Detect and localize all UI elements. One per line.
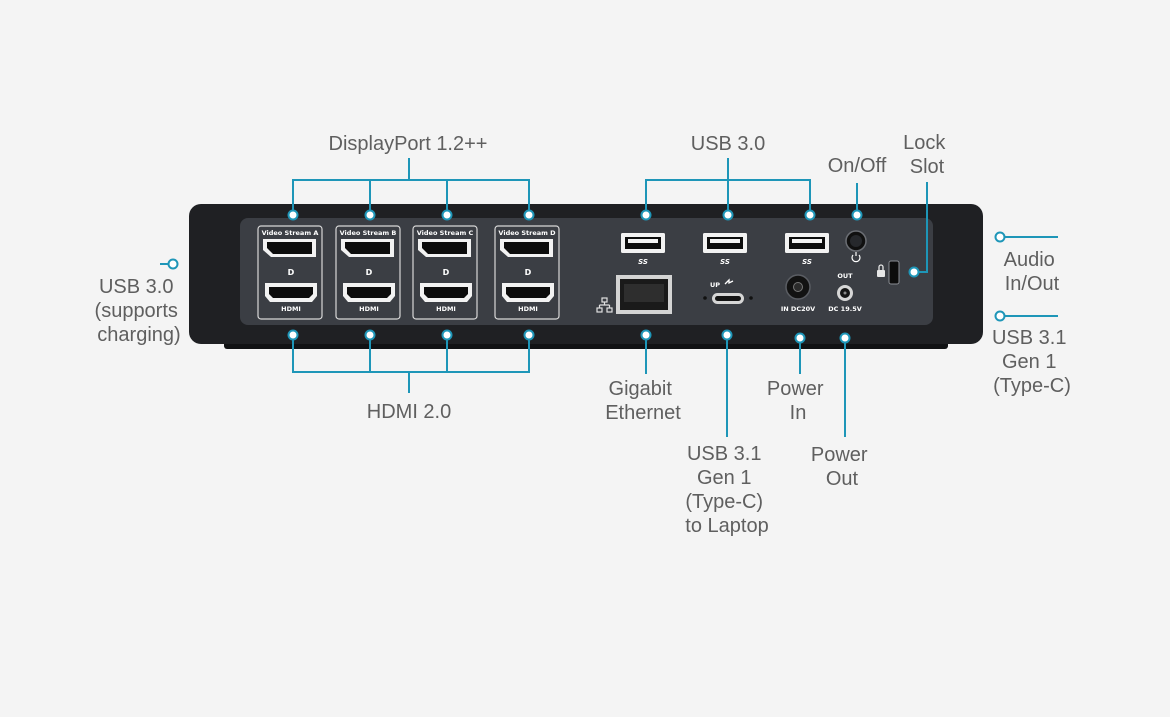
dp-logo: D xyxy=(366,268,373,277)
ethernet-callout: Gigabit Ethernet xyxy=(605,378,681,424)
video-stream-group-b: Video Stream B D HDMI xyxy=(335,225,401,320)
dp-logo: D xyxy=(443,268,450,277)
upstream-label: UP xyxy=(710,281,720,289)
video-stream-group-c: Video Stream C D HDMI xyxy=(412,225,478,320)
video-stream-label: Video Stream C xyxy=(417,229,474,237)
docking-station: Video Stream A D HDMI Video Stream B D H… xyxy=(189,204,983,349)
dc-output-label: DC 19.5V xyxy=(828,305,862,313)
usb-c-right-callout: USB 3.1 Gen 1 (Type-C) xyxy=(992,327,1072,397)
usb-top-callout: USB 3.0 xyxy=(691,133,765,155)
usb-top-leader xyxy=(645,158,811,215)
usb-c-upstream-port: UP xyxy=(703,278,753,304)
video-stream-group-d: Video Stream D D HDMI xyxy=(494,225,560,320)
lock-icon xyxy=(877,270,885,277)
hdmi-leader xyxy=(292,335,530,393)
usb-a-port-3: SS xyxy=(785,233,829,266)
lock-slot xyxy=(877,260,900,285)
hdmi-port-label: HDMI xyxy=(359,305,379,313)
power-out-jack: OUT DC 19.5V xyxy=(828,272,862,313)
lock-slot-callout: Lock Slot xyxy=(903,132,951,178)
thunderbolt-icon xyxy=(724,278,734,285)
displayport-callout: DisplayPort 1.2++ xyxy=(329,133,488,155)
superspeed-usb-logo: SS xyxy=(720,258,730,266)
power-out-callout: Power Out xyxy=(811,444,873,490)
power-in-label: IN DC20V xyxy=(781,305,815,313)
ethernet-port xyxy=(616,275,672,314)
video-stream-group-a: Video Stream A D HDMI xyxy=(257,225,323,320)
hdmi-callout: HDMI 2.0 xyxy=(367,401,451,423)
hdmi-port-label: HDMI xyxy=(518,305,538,313)
superspeed-usb-logo: SS xyxy=(802,258,812,266)
power-out-label: OUT xyxy=(837,272,853,280)
superspeed-usb-logo: SS xyxy=(638,258,648,266)
network-icon xyxy=(596,297,613,313)
usb-a-port-2: SS xyxy=(703,233,747,266)
hdmi-port-label: HDMI xyxy=(281,305,301,313)
video-stream-label: Video Stream B xyxy=(340,229,397,237)
usb-a-port-1: SS xyxy=(621,233,665,266)
audio-callout: Audio In/Out xyxy=(1004,249,1061,295)
power-in-callout: Power In xyxy=(767,378,829,424)
leader-lines xyxy=(160,158,1058,437)
usb-c-laptop-callout: USB 3.1 Gen 1 (Type-C) to Laptop xyxy=(685,443,768,537)
video-stream-label: Video Stream A xyxy=(262,229,319,237)
on-off-callout: On/Off xyxy=(828,155,887,177)
power-icon xyxy=(851,254,861,263)
usb-left-callout: USB 3.0 (supports charging) xyxy=(95,276,184,346)
power-in-jack: IN DC20V xyxy=(781,274,815,313)
video-stream-label: Video Stream D xyxy=(498,229,556,237)
dp-logo: D xyxy=(525,268,532,277)
displayport-leader xyxy=(292,158,530,215)
power-button xyxy=(845,230,867,263)
hdmi-port-label: HDMI xyxy=(436,305,456,313)
dp-logo: D xyxy=(288,268,295,277)
leader-dots xyxy=(167,209,1006,344)
